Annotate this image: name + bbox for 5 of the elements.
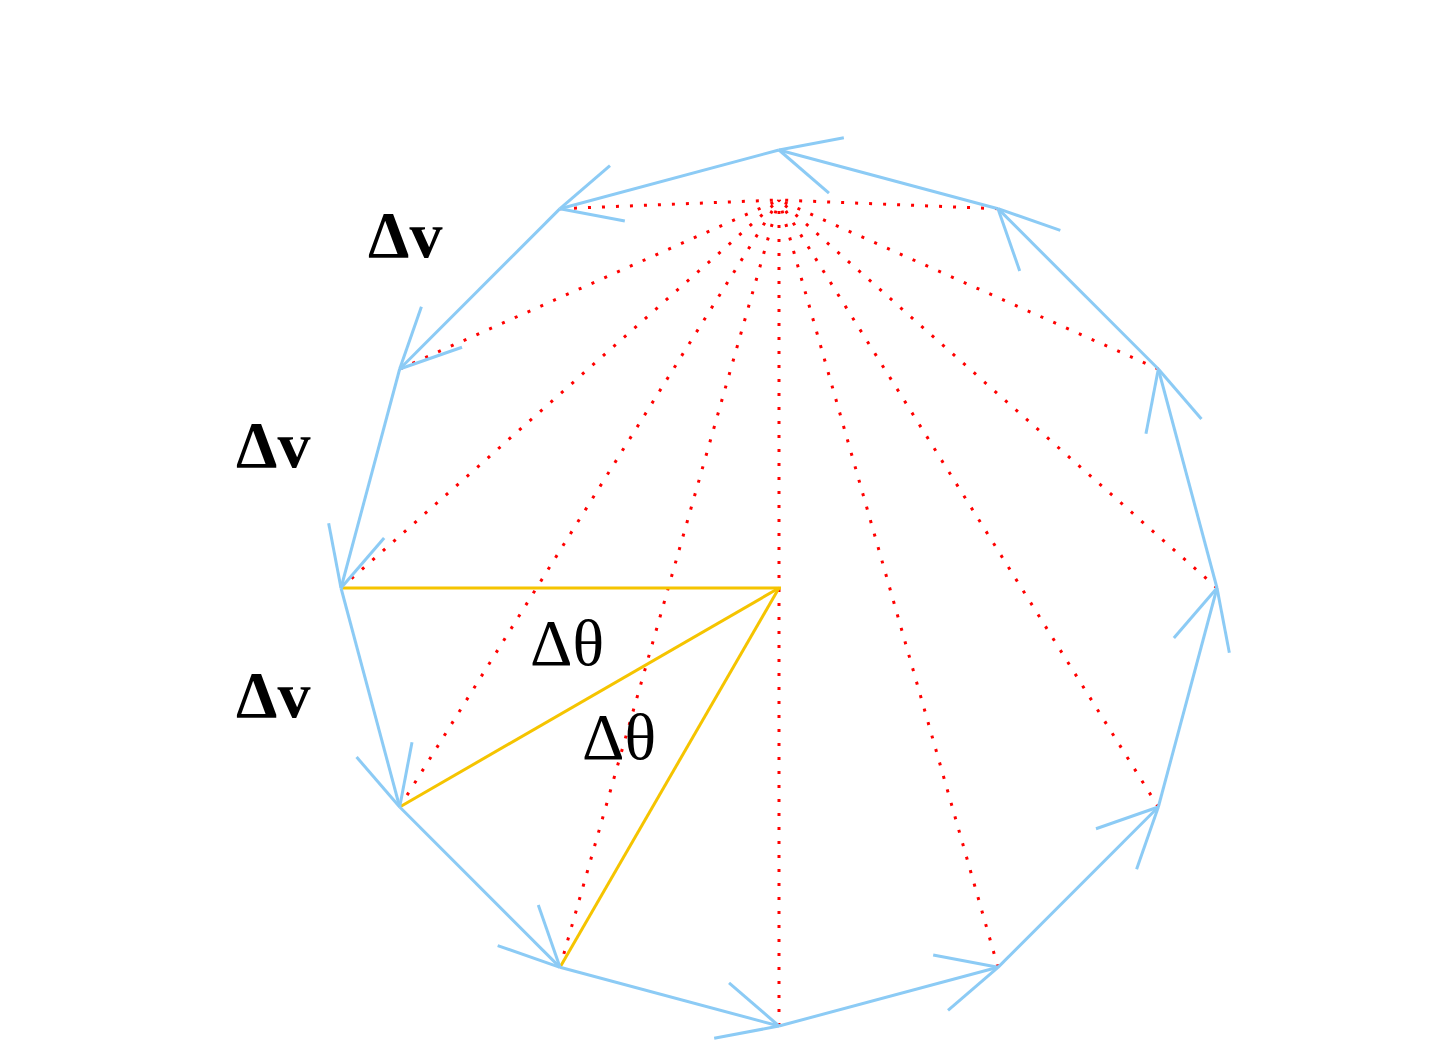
angle-label: Δθ	[530, 610, 605, 676]
angle-label: Δθ	[582, 704, 657, 770]
velocity-change-label: Δv	[236, 662, 311, 728]
velocity-change-label: Δv	[368, 202, 443, 268]
velocity-change-label: Δv	[236, 412, 311, 478]
